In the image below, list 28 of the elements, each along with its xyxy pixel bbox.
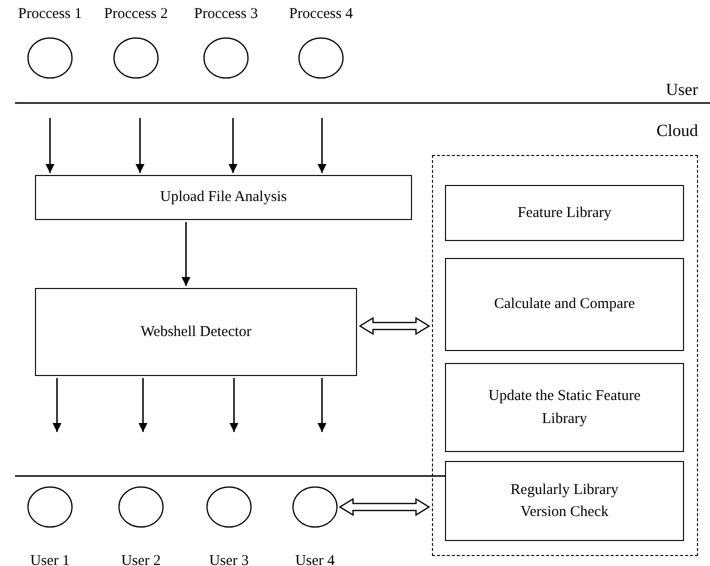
arrow [46, 118, 54, 173]
node-label: Proccess 3 [193, 6, 259, 23]
node-label: User 1 [29, 553, 71, 566]
arrow [138, 378, 148, 432]
arrow [318, 378, 326, 432]
process-box: Update the Static Feature Library [445, 363, 684, 452]
arrow [230, 378, 238, 432]
node-label: User 2 [120, 553, 162, 566]
section-label: Cloud [656, 121, 698, 141]
process-box: Calculate and Compare [445, 258, 684, 351]
arrow [318, 118, 326, 173]
double-arrow [338, 498, 430, 516]
node-label: User 4 [294, 553, 336, 566]
node-label: User 3 [208, 553, 250, 566]
process-box: Webshell Detector [35, 288, 357, 376]
arrow [228, 118, 238, 173]
node-label: Proccess 1 [17, 6, 83, 23]
section-label: User [666, 80, 698, 100]
node-label: Proccess 2 [103, 6, 169, 23]
arrow [52, 378, 62, 432]
process-box: Feature Library [445, 185, 684, 241]
process-box: Upload File Analysis [35, 175, 412, 220]
node-label: Proccess 4 [288, 6, 354, 23]
arrow [136, 118, 144, 173]
double-arrow [358, 316, 430, 336]
arrow [182, 222, 190, 286]
dashed-group-box [432, 155, 698, 556]
process-box: Regularly Library Version Check [445, 461, 684, 541]
